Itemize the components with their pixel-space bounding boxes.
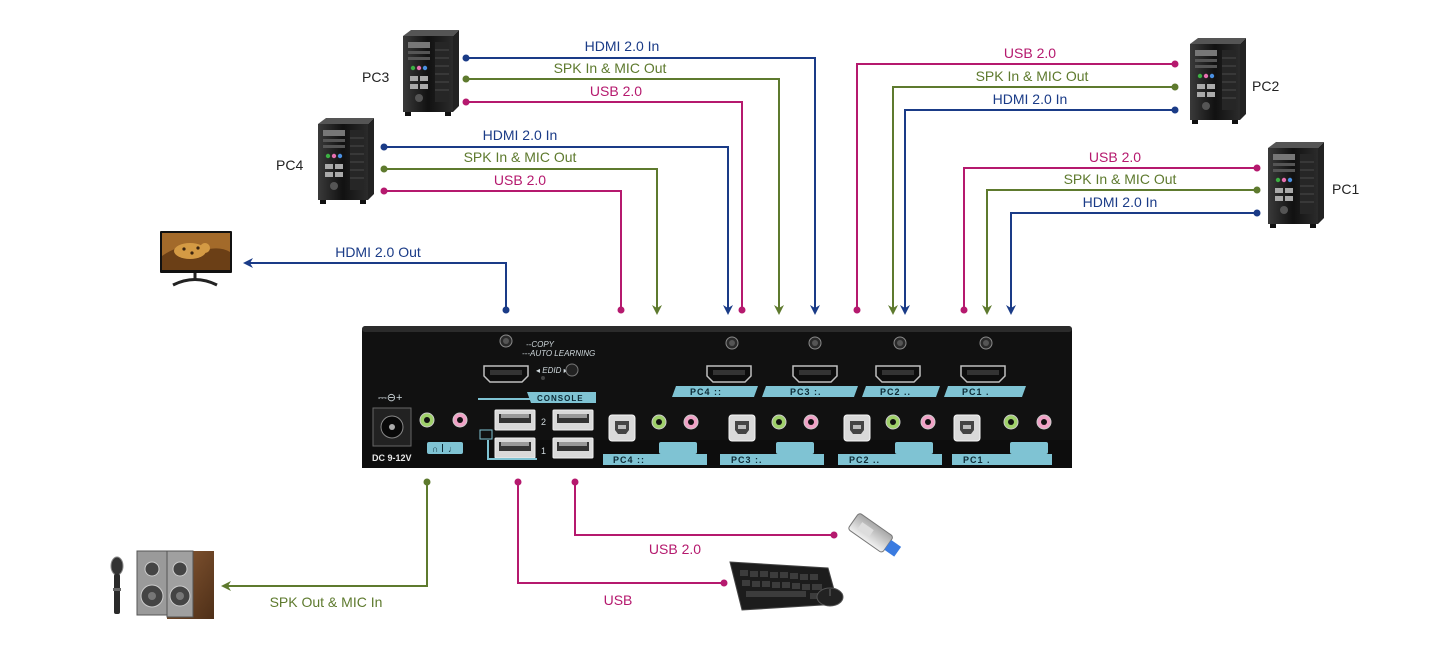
console-usb-port-a1[interactable] <box>494 409 536 431</box>
pc4-spk-label: SPK In & MIC Out <box>464 149 577 165</box>
pc3-tower-icon <box>402 29 460 117</box>
pc2-usb-label: USB 2.0 <box>1004 45 1056 61</box>
monitor-hdmi-line <box>243 258 507 310</box>
keyboard-icon <box>729 561 839 611</box>
pc2-bottom-tab <box>838 454 942 465</box>
pc3-hdmi-port[interactable] <box>792 365 838 383</box>
pc3-label: PC3 <box>362 69 389 85</box>
pc1-tower-icon <box>1267 141 1325 229</box>
svg-text:PC3 :.: PC3 :. <box>731 455 763 465</box>
microphone-icon <box>110 556 124 614</box>
pc1-usb-line <box>963 167 1257 310</box>
console-label: CONSOLE <box>537 394 584 403</box>
svg-text:PC1 .: PC1 . <box>963 455 991 465</box>
headphone-icon: ∩ <box>432 444 438 454</box>
keyboard-mark-icon <box>479 429 493 440</box>
pc2-usb-line <box>856 63 1175 310</box>
pc4-hdmi-label: HDMI 2.0 In <box>483 127 558 143</box>
connection-labels: HDMI 2.0 In SPK In & MIC Out USB 2.0 HDM… <box>270 38 1177 610</box>
pc2-hdmi-label: HDMI 2.0 In <box>993 91 1068 107</box>
pc3-hdmi-label: HDMI 2.0 In <box>585 38 660 54</box>
port-1-label: 1 <box>541 446 546 456</box>
pc3-usb-line <box>466 101 743 310</box>
pc2-audio-icon <box>895 442 933 454</box>
svg-text:PC4 ::: PC4 :: <box>690 387 722 397</box>
pc4-bottom-tab <box>603 454 707 465</box>
pc3-usb-b-port[interactable] <box>728 414 756 442</box>
pc1-label: PC1 <box>1332 181 1359 197</box>
pc4-tower-icon <box>317 117 375 205</box>
svg-text:PC2 ..: PC2 .. <box>880 387 911 397</box>
console-usb-port-a2[interactable] <box>494 437 536 459</box>
tab-pc2: PC2 .. <box>862 386 940 397</box>
pc3-audio-icon <box>776 442 814 454</box>
pc2-hdmi-port[interactable] <box>875 365 921 383</box>
console-tab <box>527 392 596 403</box>
edid-label: ◂ EDID ▸ <box>536 366 568 375</box>
keyboard-line <box>517 482 724 584</box>
pc1-hdmi-label: HDMI 2.0 In <box>1083 194 1158 210</box>
pc3-spk-label: SPK In & MIC Out <box>554 60 667 76</box>
svg-text:PC4 ::: PC4 :: <box>613 455 645 465</box>
svg-text:PC3 :.: PC3 :. <box>790 387 822 397</box>
console-audio-tab <box>427 442 463 454</box>
mic-icon: ♩ <box>448 444 457 454</box>
console-usb-port-2[interactable] <box>552 409 594 431</box>
pc2-usb-b-port[interactable] <box>843 414 871 442</box>
hdmi-out-port[interactable] <box>483 365 529 383</box>
monitor-hdmi-label: HDMI 2.0 Out <box>335 244 421 260</box>
svg-text:PC1 .: PC1 . <box>962 387 990 397</box>
pc4-usb-label: USB 2.0 <box>494 172 546 188</box>
monitor-icon <box>160 231 232 287</box>
connection-dots <box>380 54 1261 587</box>
port-2-label: 2 <box>541 417 546 427</box>
pc1-spk-label: SPK In & MIC Out <box>1064 171 1177 187</box>
speakers-icon <box>136 550 214 619</box>
pc1-usb-label: USB 2.0 <box>1089 149 1141 165</box>
pc2-hdmi-line <box>900 109 1175 315</box>
pc4-label: PC4 <box>276 157 303 173</box>
pc3-hdmi-line <box>466 57 820 315</box>
pc4-spk-line <box>384 168 662 315</box>
pc4-hdmi-port[interactable] <box>706 365 752 383</box>
pc1-usb-b-port[interactable] <box>953 414 981 442</box>
tab-pc3: PC3 :. <box>762 386 858 397</box>
usb-drive-line <box>574 482 834 536</box>
mouse-icon <box>816 587 844 607</box>
pc3-usb-label: USB 2.0 <box>590 83 642 99</box>
edid-button[interactable] <box>565 363 579 377</box>
pc4-usb-b-port[interactable] <box>608 414 636 442</box>
dc-label: DC 9-12V <box>372 453 412 463</box>
pc2-tower-icon <box>1189 37 1247 125</box>
svg-text:PC2 ..: PC2 .. <box>849 455 880 465</box>
pc1-hdmi-port[interactable] <box>960 365 1006 383</box>
pc3-bottom-tab <box>720 454 824 465</box>
connection-lines <box>221 57 1257 591</box>
pc4-hdmi-line <box>384 146 733 315</box>
console-usb-port-1[interactable] <box>552 437 594 459</box>
pc4-usb-line <box>384 190 622 310</box>
pc4-audio-icon <box>659 442 697 454</box>
usb-drive-icon <box>848 513 902 557</box>
pc2-spk-line <box>888 86 1175 315</box>
usb-drive-label: USB 2.0 <box>649 541 701 557</box>
pc3-spk-line <box>466 78 784 315</box>
keyboard-usb-label: USB <box>604 592 633 608</box>
auto-learning-label: ---AUTO LEARNING <box>522 349 595 358</box>
pc1-hdmi-line <box>1006 212 1257 315</box>
pc1-spk-line <box>982 189 1257 315</box>
pc1-bottom-tab <box>952 454 1052 465</box>
copy-label: --COPY <box>526 340 555 349</box>
speakers-line <box>221 482 428 591</box>
tab-pc1: PC1 . <box>944 386 1026 397</box>
pc1-audio-icon <box>1010 442 1048 454</box>
kvm-switch: --COPY ---AUTO LEARNING ◂ EDID ▸ PC4 :: … <box>362 326 1072 468</box>
pc2-label: PC2 <box>1252 78 1279 94</box>
speakers-label: SPK Out & MIC In <box>270 594 383 610</box>
pc2-spk-label: SPK In & MIC Out <box>976 68 1089 84</box>
power-polarity-icon: ⎓⊖+ <box>378 392 402 404</box>
tab-pc4: PC4 :: <box>672 386 758 397</box>
